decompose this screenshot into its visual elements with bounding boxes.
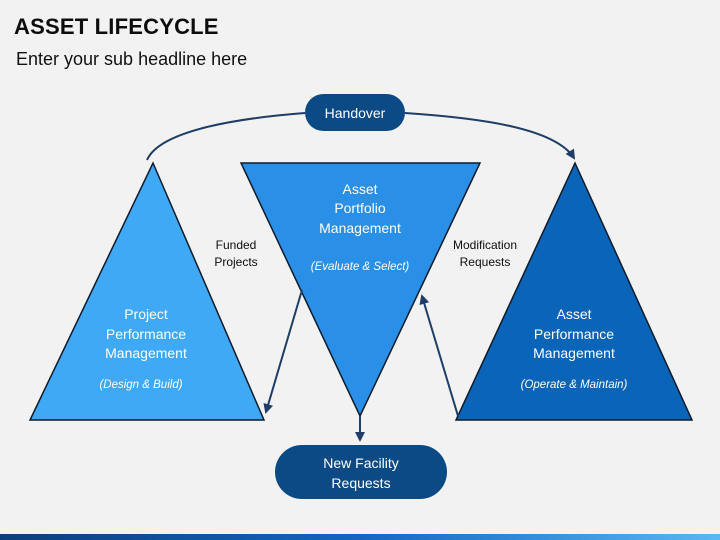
modification-requests-line2: Requests (460, 255, 511, 269)
center-triangle (239, 162, 482, 418)
left-triangle-line1: Project (124, 306, 168, 322)
funded-projects-line2: Projects (214, 255, 257, 269)
handover-right-arc-arrow (404, 112, 576, 160)
handover-label: Handover (325, 105, 386, 121)
right-triangle-line3: Management (533, 345, 615, 361)
new-facility-line2: Requests (331, 475, 390, 491)
center-triangle-line1: Asset (342, 181, 377, 197)
page-subtitle: Enter your sub headline here (16, 49, 248, 69)
funded-projects-line1: Funded (216, 238, 257, 252)
handover-pill (305, 94, 405, 131)
bottom-accent-bar (0, 534, 720, 540)
left-triangle-line2: Performance (106, 326, 186, 342)
right-triangle-line1: Asset (556, 306, 591, 322)
handover-left-arc (146, 112, 306, 161)
modification-requests-line1: Modification (453, 238, 517, 252)
page-title: ASSET LIFECYCLE (14, 14, 219, 39)
left-triangle-note: (Design & Build) (99, 379, 182, 391)
funded-projects-arrow (263, 289, 303, 414)
new-facility-pill (275, 445, 447, 499)
center-triangle-line3: Management (319, 220, 401, 236)
center-triangle-note: (Evaluate & Select) (311, 261, 410, 273)
new-facility-line1: New Facility (323, 455, 398, 471)
right-triangle (454, 161, 694, 421)
modification-requests-arrow (419, 294, 459, 417)
left-triangle-line3: Management (105, 345, 187, 361)
left-triangle (28, 161, 266, 421)
right-triangle-note: (Operate & Maintain) (521, 379, 628, 391)
right-triangle-line2: Performance (534, 326, 614, 342)
center-triangle-line2: Portfolio (334, 200, 386, 216)
